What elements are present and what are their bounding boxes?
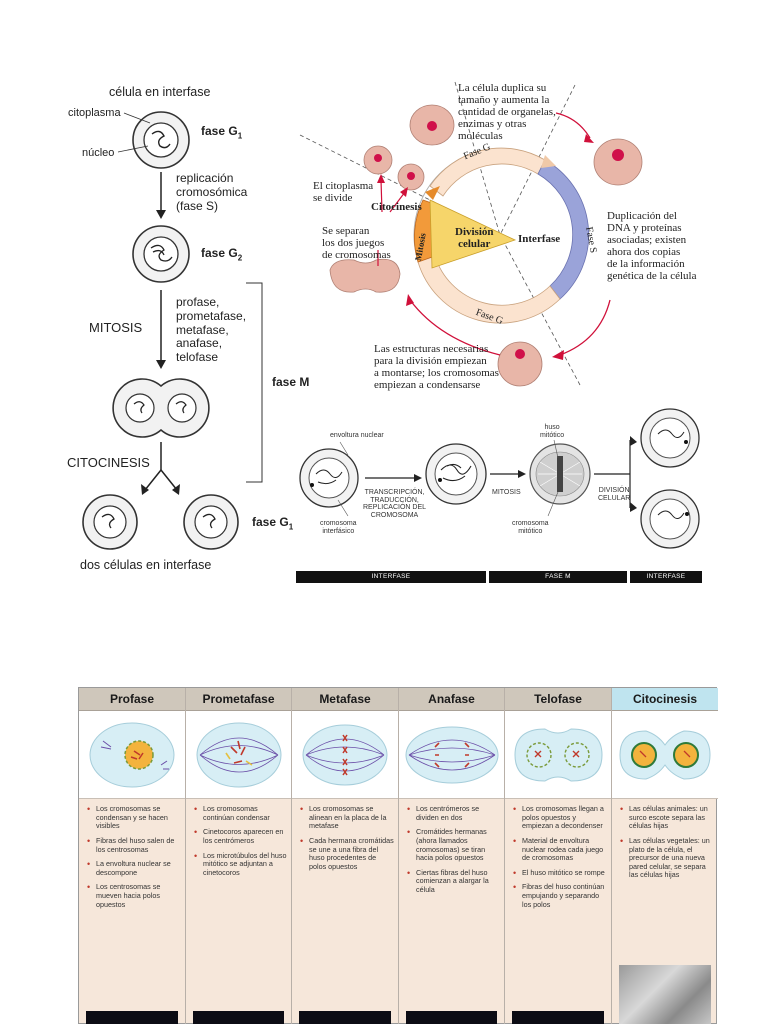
left-diagram-graphics [82, 111, 263, 550]
cycle-cell-small-left [363, 145, 393, 175]
prometafase-illustration [186, 711, 291, 799]
flow-graphics [299, 408, 700, 549]
column-title: Prometafase [186, 688, 291, 711]
label-fase-g2: fase G2 [201, 246, 243, 263]
telofase-illustration [505, 711, 611, 799]
label-cromosoma-mitotico: cromosoma mitótico [512, 520, 549, 535]
cell-dividing [112, 378, 210, 438]
cell-interfase-g1 [132, 111, 190, 169]
label-citoplasma: citoplasma [68, 107, 121, 119]
column-anafase: Anafase Los centrómeros se dividen en do… [399, 688, 505, 1024]
citocinesis-bullet: Las células vegetales: un plato de la cé… [620, 836, 714, 880]
label-envoltura: envoltura nuclear [330, 432, 384, 439]
label-cromosoma-interfasico: cromosoma interfásico [320, 520, 357, 535]
citocinesis-illustration [612, 711, 718, 799]
telofase-bullet: Fibras del huso continúan empujando y se… [513, 883, 607, 909]
label-mitosis-phases: profase, prometafase, metafase, anafase,… [176, 295, 247, 365]
anafase-illustration [399, 711, 504, 799]
profase-bullet: Fibras del huso salen de los centrosomas [87, 836, 181, 854]
metafase-micrograph [299, 1011, 391, 1024]
label-mitosis-flow: MITOSIS [492, 489, 521, 496]
anafase-bullet: Los centrómeros se dividen en dos [407, 804, 500, 822]
label-fase-g1-bottom: fase G1 [252, 515, 294, 532]
prometafase-bullet: Los microtúbulos del huso mitótico se ad… [194, 851, 287, 878]
text-estructuras: Las estructuras necesarias para la divis… [374, 343, 499, 392]
bar-interfase: INTERFASE [296, 571, 486, 583]
bar-interfase-2: INTERFASE [630, 571, 702, 583]
profase-bullet: La envoltura nuclear se descompone [87, 859, 181, 877]
telofase-bullet: Los cromosomas llegan a polos opuestos y… [513, 804, 607, 831]
label-fase-g1-top: fase G1 [201, 124, 243, 141]
telofase-micrograph [512, 1011, 604, 1024]
column-title: Anafase [399, 688, 504, 711]
label-nucleo: núcleo [82, 147, 115, 159]
telofase-bullet: Material de envoltura nuclear rodea cada… [513, 836, 607, 863]
anafase-bullet: Ciertas fibras del huso comienzan a alar… [407, 868, 500, 895]
cycle-cell-small-mid [397, 163, 425, 191]
anafase-micrograph [406, 1011, 497, 1024]
label-celula-interfase: célula en interfase [109, 85, 211, 99]
label-division-celular: DIVISIÓN CELULAR [598, 487, 631, 502]
cycle-cell-right [593, 138, 643, 186]
telofase-bullet: El huso mitótico se rompe [513, 868, 607, 878]
column-title: Citocinesis [612, 688, 718, 711]
label-fase-m: fase M [272, 375, 310, 389]
column-telofase: Telofase Los cromosomas llegan a polos o… [505, 688, 612, 1024]
metafase-bullet: Cada hermana cromátidas se une a una fib… [300, 836, 394, 872]
text-interfase: Interfase [518, 233, 561, 245]
column-prometafase: Prometafase Los cromosomas continúan con… [186, 688, 292, 1024]
prometafase-micrograph [193, 1011, 284, 1024]
column-metafase: Metafase Los cromosomas se alinean en la… [292, 688, 399, 1024]
text-citocinesis: Citocinesis [371, 201, 422, 213]
text-duplicacion: Duplicación del DNA y proteínas asociada… [607, 210, 697, 283]
profase-illustration [79, 711, 185, 799]
citocinesis-bullet: Las células animales: un surco escote se… [620, 804, 714, 831]
prometafase-bullet: Los cromosomas continúan condensar [194, 804, 287, 822]
mitosis-phases-table: Profase Los cromosomas se condensan y se… [78, 687, 718, 1024]
text-cell-grows: La célula duplica su tamaño y aumenta la… [458, 82, 556, 143]
text-se-separan: Se separan los dos juegos de cromosomas [322, 225, 391, 262]
metafase-illustration [292, 711, 398, 799]
label-replicacion: replicación cromosómica (fase S) [176, 171, 248, 213]
bar-fase-m: FASE M [489, 571, 627, 583]
label-dos-celulas: dos células en interfase [80, 558, 212, 572]
metafase-bullet: Los cromosomas se alinean en la placa de… [300, 804, 394, 831]
column-title: Profase [79, 688, 185, 711]
cycle-graphics [299, 81, 643, 387]
label-citocinesis: CITOCINESIS [67, 455, 150, 470]
daughter-cell-left [82, 494, 138, 550]
column-citocinesis: Citocinesis Las células animales: un sur… [612, 688, 718, 1024]
prometafase-bullet: Cinetocoros aparecen en los centrómeros [194, 827, 287, 845]
cycle-cell-top [409, 104, 455, 146]
column-title: Telofase [505, 688, 611, 711]
division-wedge [429, 199, 517, 269]
profase-micrograph [86, 1011, 178, 1024]
label-huso: huso mitótico [540, 424, 565, 439]
citocinesis-micrograph [619, 965, 711, 1024]
cycle-cell-dividing [329, 258, 401, 293]
column-title: Metafase [292, 688, 398, 711]
column-profase: Profase Los cromosomas se condensan y se… [79, 688, 186, 1024]
cycle-cell-bottom [497, 341, 543, 387]
profase-bullet: Los cromosomas se condensan y se hacen v… [87, 804, 181, 831]
label-transcripcion: TRANSCRIPCIÓN, TRADUCCIÓN, REPLICACIÓN D… [363, 489, 427, 520]
anafase-bullet: Cromátides hermanas (ahora llamados crom… [407, 828, 500, 863]
cell-g2 [132, 225, 190, 283]
daughter-cell-right [183, 494, 239, 550]
text-citoplasma-divide: El citoplasma se divide [313, 180, 374, 205]
profase-bullet: Los centrosomas se mueven hacia polos op… [87, 883, 181, 909]
label-mitosis: MITOSIS [89, 320, 143, 335]
text-division-celular: División celular [455, 226, 494, 251]
